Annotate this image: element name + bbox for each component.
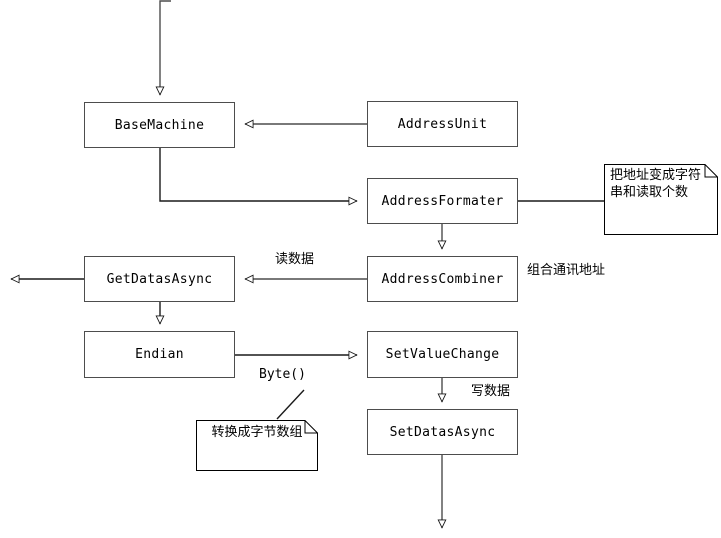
- note-byte-array[interactable]: 转换成字节数组: [196, 420, 318, 471]
- label-write-data: 写数据: [471, 383, 510, 401]
- node-set-value-change-label: SetValueChange: [385, 347, 500, 362]
- note-byte-array-text: 转换成字节数组: [211, 425, 303, 440]
- node-address-formater-label: AddressFormater: [381, 193, 504, 209]
- label-read-data: 读数据: [275, 251, 314, 269]
- note-address-string-text: 把地址变成字符串和读取个数: [610, 168, 702, 200]
- node-base-machine-label: BaseMachine: [114, 117, 205, 133]
- note-byte-array-body: 转换成字节数组: [196, 420, 318, 471]
- node-address-unit[interactable]: AddressUnit: [367, 101, 518, 147]
- node-get-datas-async-label: GetDatasAsync: [106, 271, 213, 287]
- node-set-datas-async[interactable]: SetDatasAsync: [367, 409, 518, 455]
- edge-note-byte-array-anchor: [276, 389, 305, 420]
- label-byte-call: Byte(): [259, 366, 306, 384]
- node-base-machine[interactable]: BaseMachine: [84, 102, 235, 148]
- label-combine-address: 组合通讯地址: [527, 261, 605, 280]
- node-set-datas-async-label: SetDatasAsync: [389, 424, 496, 440]
- node-endian[interactable]: Endian: [84, 331, 235, 378]
- node-address-combiner[interactable]: AddressCombiner: [367, 256, 518, 302]
- note-address-string-shape: [604, 164, 718, 235]
- node-endian-label: Endian: [135, 347, 184, 362]
- label-combine-address-text: 组合通讯地址: [527, 263, 606, 278]
- note-address-string[interactable]: 把地址变成字符串和读取个数: [604, 164, 718, 235]
- node-address-combiner-label: AddressCombiner: [381, 271, 504, 287]
- label-read-data-text: 读数据: [275, 252, 315, 267]
- node-address-formater[interactable]: AddressFormater: [367, 178, 518, 224]
- label-byte-call-text: Byte(): [259, 367, 306, 382]
- edge-basemachine-to-addressformater: [159, 148, 357, 201]
- node-address-unit-label: AddressUnit: [397, 116, 488, 132]
- node-get-datas-async[interactable]: GetDatasAsync: [84, 256, 235, 302]
- note-byte-array-shape: [196, 420, 318, 471]
- node-set-value-change[interactable]: SetValueChange: [367, 331, 518, 378]
- note-address-string-body: 把地址变成字符串和读取个数: [604, 164, 718, 235]
- edge-entry-to-basemachine: [160, 0, 171, 95]
- label-write-data-text: 写数据: [471, 384, 511, 399]
